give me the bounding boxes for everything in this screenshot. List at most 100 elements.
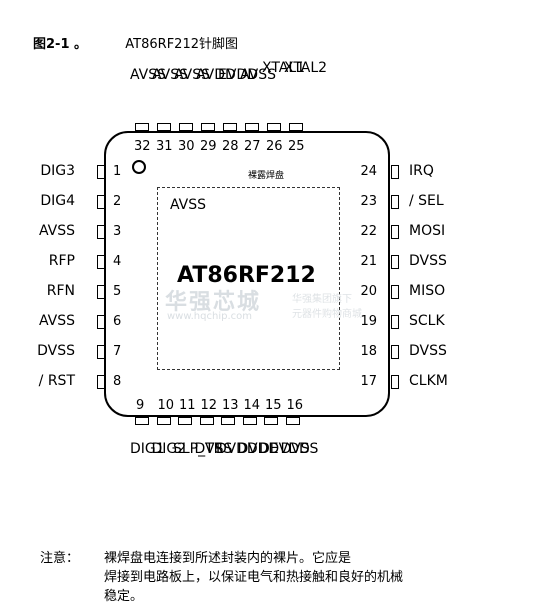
pin-lead-6 xyxy=(97,315,105,329)
pin-number-20: 20 xyxy=(360,284,377,299)
pin-label-12: DVSS xyxy=(194,441,233,457)
pin-label-5: RFN xyxy=(46,283,75,299)
pin-number-7: 7 xyxy=(113,344,122,359)
pin-label-25: XTAL2 xyxy=(284,60,328,76)
exposed-pad-caption: 裸露焊盘 xyxy=(248,171,285,181)
pin-label-17: CLKM xyxy=(409,373,448,389)
pin-label-15: DEVDD xyxy=(259,441,310,457)
pin-label-27: AVSS xyxy=(240,67,277,83)
pin-label-26: XTAL1 xyxy=(262,60,306,76)
pin-label-6: AVSS xyxy=(38,313,75,329)
pin-lead-27 xyxy=(245,123,259,131)
pin-number-28: 28 xyxy=(222,139,239,154)
pin-lead-18 xyxy=(391,345,399,359)
exposed-pad xyxy=(157,187,340,370)
pin-number-9: 9 xyxy=(136,398,145,413)
pin-number-24: 24 xyxy=(360,164,377,179)
pin-number-31: 31 xyxy=(156,139,173,154)
pin-lead-31 xyxy=(157,123,171,131)
pin-lead-22 xyxy=(391,225,399,239)
pin-label-13: DVDD xyxy=(216,441,258,457)
pin-label-23: / SEL xyxy=(409,193,444,209)
pin-lead-15 xyxy=(264,417,278,425)
pin-number-8: 8 xyxy=(113,374,122,389)
pin-label-31: AVSS xyxy=(152,67,189,83)
pin-label-10: DIG2 xyxy=(151,441,187,457)
watermark-text: 华强芯城 xyxy=(165,290,262,315)
pin-label-9: DIG1 xyxy=(130,441,165,457)
pin-number-2: 2 xyxy=(113,194,122,209)
pin-number-26: 26 xyxy=(266,139,283,154)
pin-lead-12 xyxy=(199,417,214,425)
pin-lead-19 xyxy=(391,315,399,329)
pin-lead-14 xyxy=(242,417,257,425)
pin-label-3: AVSS xyxy=(38,223,75,239)
pin-lead-11 xyxy=(178,417,192,425)
pin-number-29: 29 xyxy=(200,139,217,154)
pin-lead-4 xyxy=(97,255,105,269)
pin-label-11: SLP_TR xyxy=(173,441,224,457)
pin-number-1: 1 xyxy=(113,164,122,179)
watermark-tagline-2: 元器件购物商城 xyxy=(292,309,362,320)
pin-number-23: 23 xyxy=(360,194,377,209)
pin-label-16: DVSS xyxy=(280,441,319,457)
pin-lead-21 xyxy=(391,255,399,269)
watermark-url: www.hqchip.com xyxy=(167,311,252,322)
chip-name: AT86RF212 xyxy=(177,263,316,288)
pin-label-1: DIG3 xyxy=(40,163,75,179)
pin-number-12: 12 xyxy=(200,398,218,413)
pin-lead-5 xyxy=(97,285,105,299)
pin-lead-2 xyxy=(97,195,105,209)
pin-lead-30 xyxy=(179,123,193,131)
watermark-tagline-1: 华强集团旗下 xyxy=(292,294,352,305)
pin-number-5: 5 xyxy=(113,284,122,299)
pin-lead-10 xyxy=(156,417,171,425)
note-line-2: 焊接到电路板上，以保证电气和热接触和良好的机械 xyxy=(104,570,404,585)
pin-number-11: 11 xyxy=(179,398,196,413)
pin-number-32: 32 xyxy=(134,139,151,154)
pin-number-17: 17 xyxy=(360,374,377,389)
figure-title: 图2-1 。 AT86RF212针脚图 xyxy=(33,33,238,52)
pin-lead-3 xyxy=(97,225,105,239)
pin-lead-26 xyxy=(267,123,281,131)
pin-lead-20 xyxy=(391,285,399,299)
pin-number-15: 15 xyxy=(265,398,282,413)
pin-label-14: DVDD xyxy=(237,441,280,457)
pin-lead-8 xyxy=(97,375,105,389)
pin-lead-7 xyxy=(97,345,105,359)
pin-label-24: IRQ xyxy=(409,163,434,179)
pin1-indicator-icon xyxy=(132,160,146,174)
pin-number-16: 16 xyxy=(286,398,304,413)
pin-label-20: MISO xyxy=(409,283,446,299)
pin-number-14: 14 xyxy=(243,398,261,413)
pin-number-13: 13 xyxy=(222,398,239,413)
pin-number-18: 18 xyxy=(360,344,377,359)
note-line-1: 裸焊盘电连接到所述封装内的裸片。它应是 xyxy=(104,551,352,566)
pin-label-4: RFP xyxy=(48,253,75,269)
figure-caption: AT86RF212针脚图 xyxy=(125,37,238,52)
pin-label-29: AVDD xyxy=(196,67,236,83)
pin-number-25: 25 xyxy=(288,139,305,154)
pin-number-19: 19 xyxy=(360,314,377,329)
pin-lead-25 xyxy=(289,123,303,131)
pin-label-32: AVSS xyxy=(130,67,167,83)
pin-number-27: 27 xyxy=(244,139,261,154)
note-label: 注意： xyxy=(40,551,80,566)
pin-lead-13 xyxy=(221,417,235,425)
exposed-pad-label: AVSS xyxy=(170,197,207,213)
pin-label-2: DIG4 xyxy=(40,193,75,209)
pin-number-21: 21 xyxy=(360,254,377,269)
figure-label: 图2-1 。 xyxy=(33,37,88,52)
pin-label-18: DVSS xyxy=(409,343,447,359)
pin-number-22: 22 xyxy=(360,224,377,239)
pin-number-10: 10 xyxy=(157,398,175,413)
pin-lead-9 xyxy=(135,417,149,425)
pin-label-22: MOSI xyxy=(409,223,446,239)
pin-label-19: SCLK xyxy=(409,313,445,329)
pin-number-4: 4 xyxy=(113,254,122,269)
pin-label-30: AVSS xyxy=(174,67,211,83)
pin-number-6: 6 xyxy=(113,314,122,329)
pin-number-3: 3 xyxy=(113,224,122,239)
pin-lead-29 xyxy=(201,123,215,131)
pin-lead-1 xyxy=(97,165,105,179)
